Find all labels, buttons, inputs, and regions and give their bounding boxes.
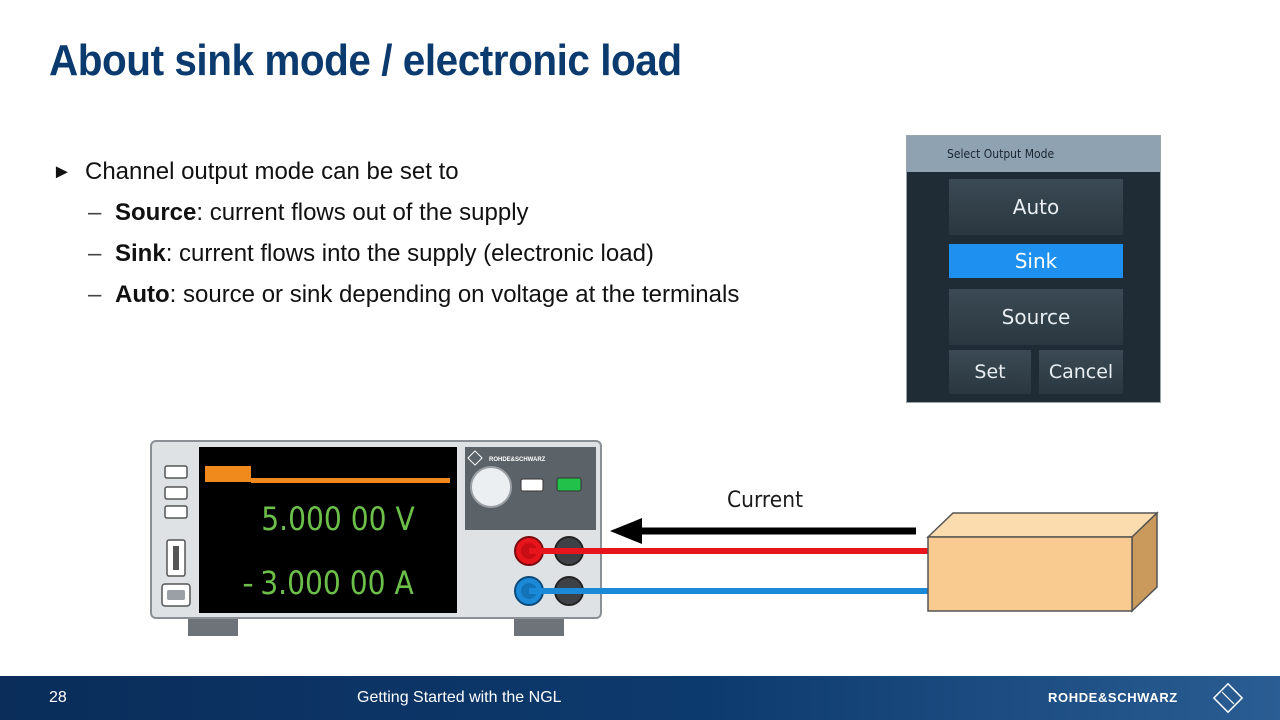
dash-bullet-icon: –: [88, 199, 102, 226]
triangle-bullet-icon: ►: [52, 161, 72, 183]
rs-logo-icon: [1212, 682, 1244, 714]
bullet-term: Sink: [115, 240, 166, 267]
device-button: [520, 478, 544, 492]
current-label: Current: [727, 488, 804, 513]
display-current: 3.000 00 A: [260, 565, 414, 602]
device-foot-left: [188, 616, 238, 636]
display-voltage: 5.000 00 V: [261, 501, 415, 538]
slide-title: About sink mode / electronic load: [49, 36, 682, 85]
dash-bullet-icon: –: [88, 281, 102, 308]
device-button: [164, 465, 188, 479]
dash-bullet-icon: –: [88, 240, 102, 267]
cancel-button[interactable]: Cancel: [1039, 350, 1123, 394]
rotary-knob: [470, 466, 512, 508]
power-supply: 5.000 00 V - 3.000 00 A ROHDE&SCHWARZ: [150, 440, 602, 636]
option-source[interactable]: Source: [949, 289, 1123, 345]
rs-logo-icon: [467, 450, 483, 466]
bullet-desc: : current flows into the supply (electro…: [165, 240, 654, 267]
device-foot-right: [514, 616, 564, 636]
bullet-term: Auto: [115, 281, 170, 308]
option-auto[interactable]: Auto: [949, 179, 1123, 235]
device-button: [164, 486, 188, 500]
bullet-term: Source: [115, 199, 197, 226]
option-sink[interactable]: Sink: [949, 244, 1123, 278]
set-button[interactable]: Set: [949, 350, 1031, 394]
device-brand: ROHDE&SCHWARZ: [489, 457, 546, 463]
footer-bar: 28 Getting Started with the NGL ROHDE&SC…: [0, 676, 1280, 720]
dialog-header: Select Output Mode: [907, 136, 1160, 172]
display-current-sign: -: [242, 564, 254, 602]
electronic-load-box: [926, 511, 1159, 613]
sink-mode-diagram: 5.000 00 V - 3.000 00 A ROHDE&SCHWARZ: [150, 440, 1159, 636]
current-arrow-icon: [610, 518, 916, 544]
bullet-desc: : current flows out of the supply: [196, 199, 529, 226]
dialog-title: Select Output Mode: [947, 147, 1055, 161]
device-button: [164, 505, 188, 519]
footer-brand: ROHDE&SCHWARZ: [1048, 690, 1178, 705]
bullet-desc: : source or sink depending on voltage at…: [169, 281, 740, 308]
bullet-main-text: Channel output mode can be set to: [85, 158, 459, 185]
footer-title: Getting Started with the NGL: [357, 689, 562, 706]
output-on-button: [556, 477, 582, 492]
page-number: 28: [49, 689, 67, 706]
display-orange-bar: [205, 466, 251, 482]
output-mode-dialog: Select Output Mode Auto Sink Source Set …: [906, 135, 1161, 403]
